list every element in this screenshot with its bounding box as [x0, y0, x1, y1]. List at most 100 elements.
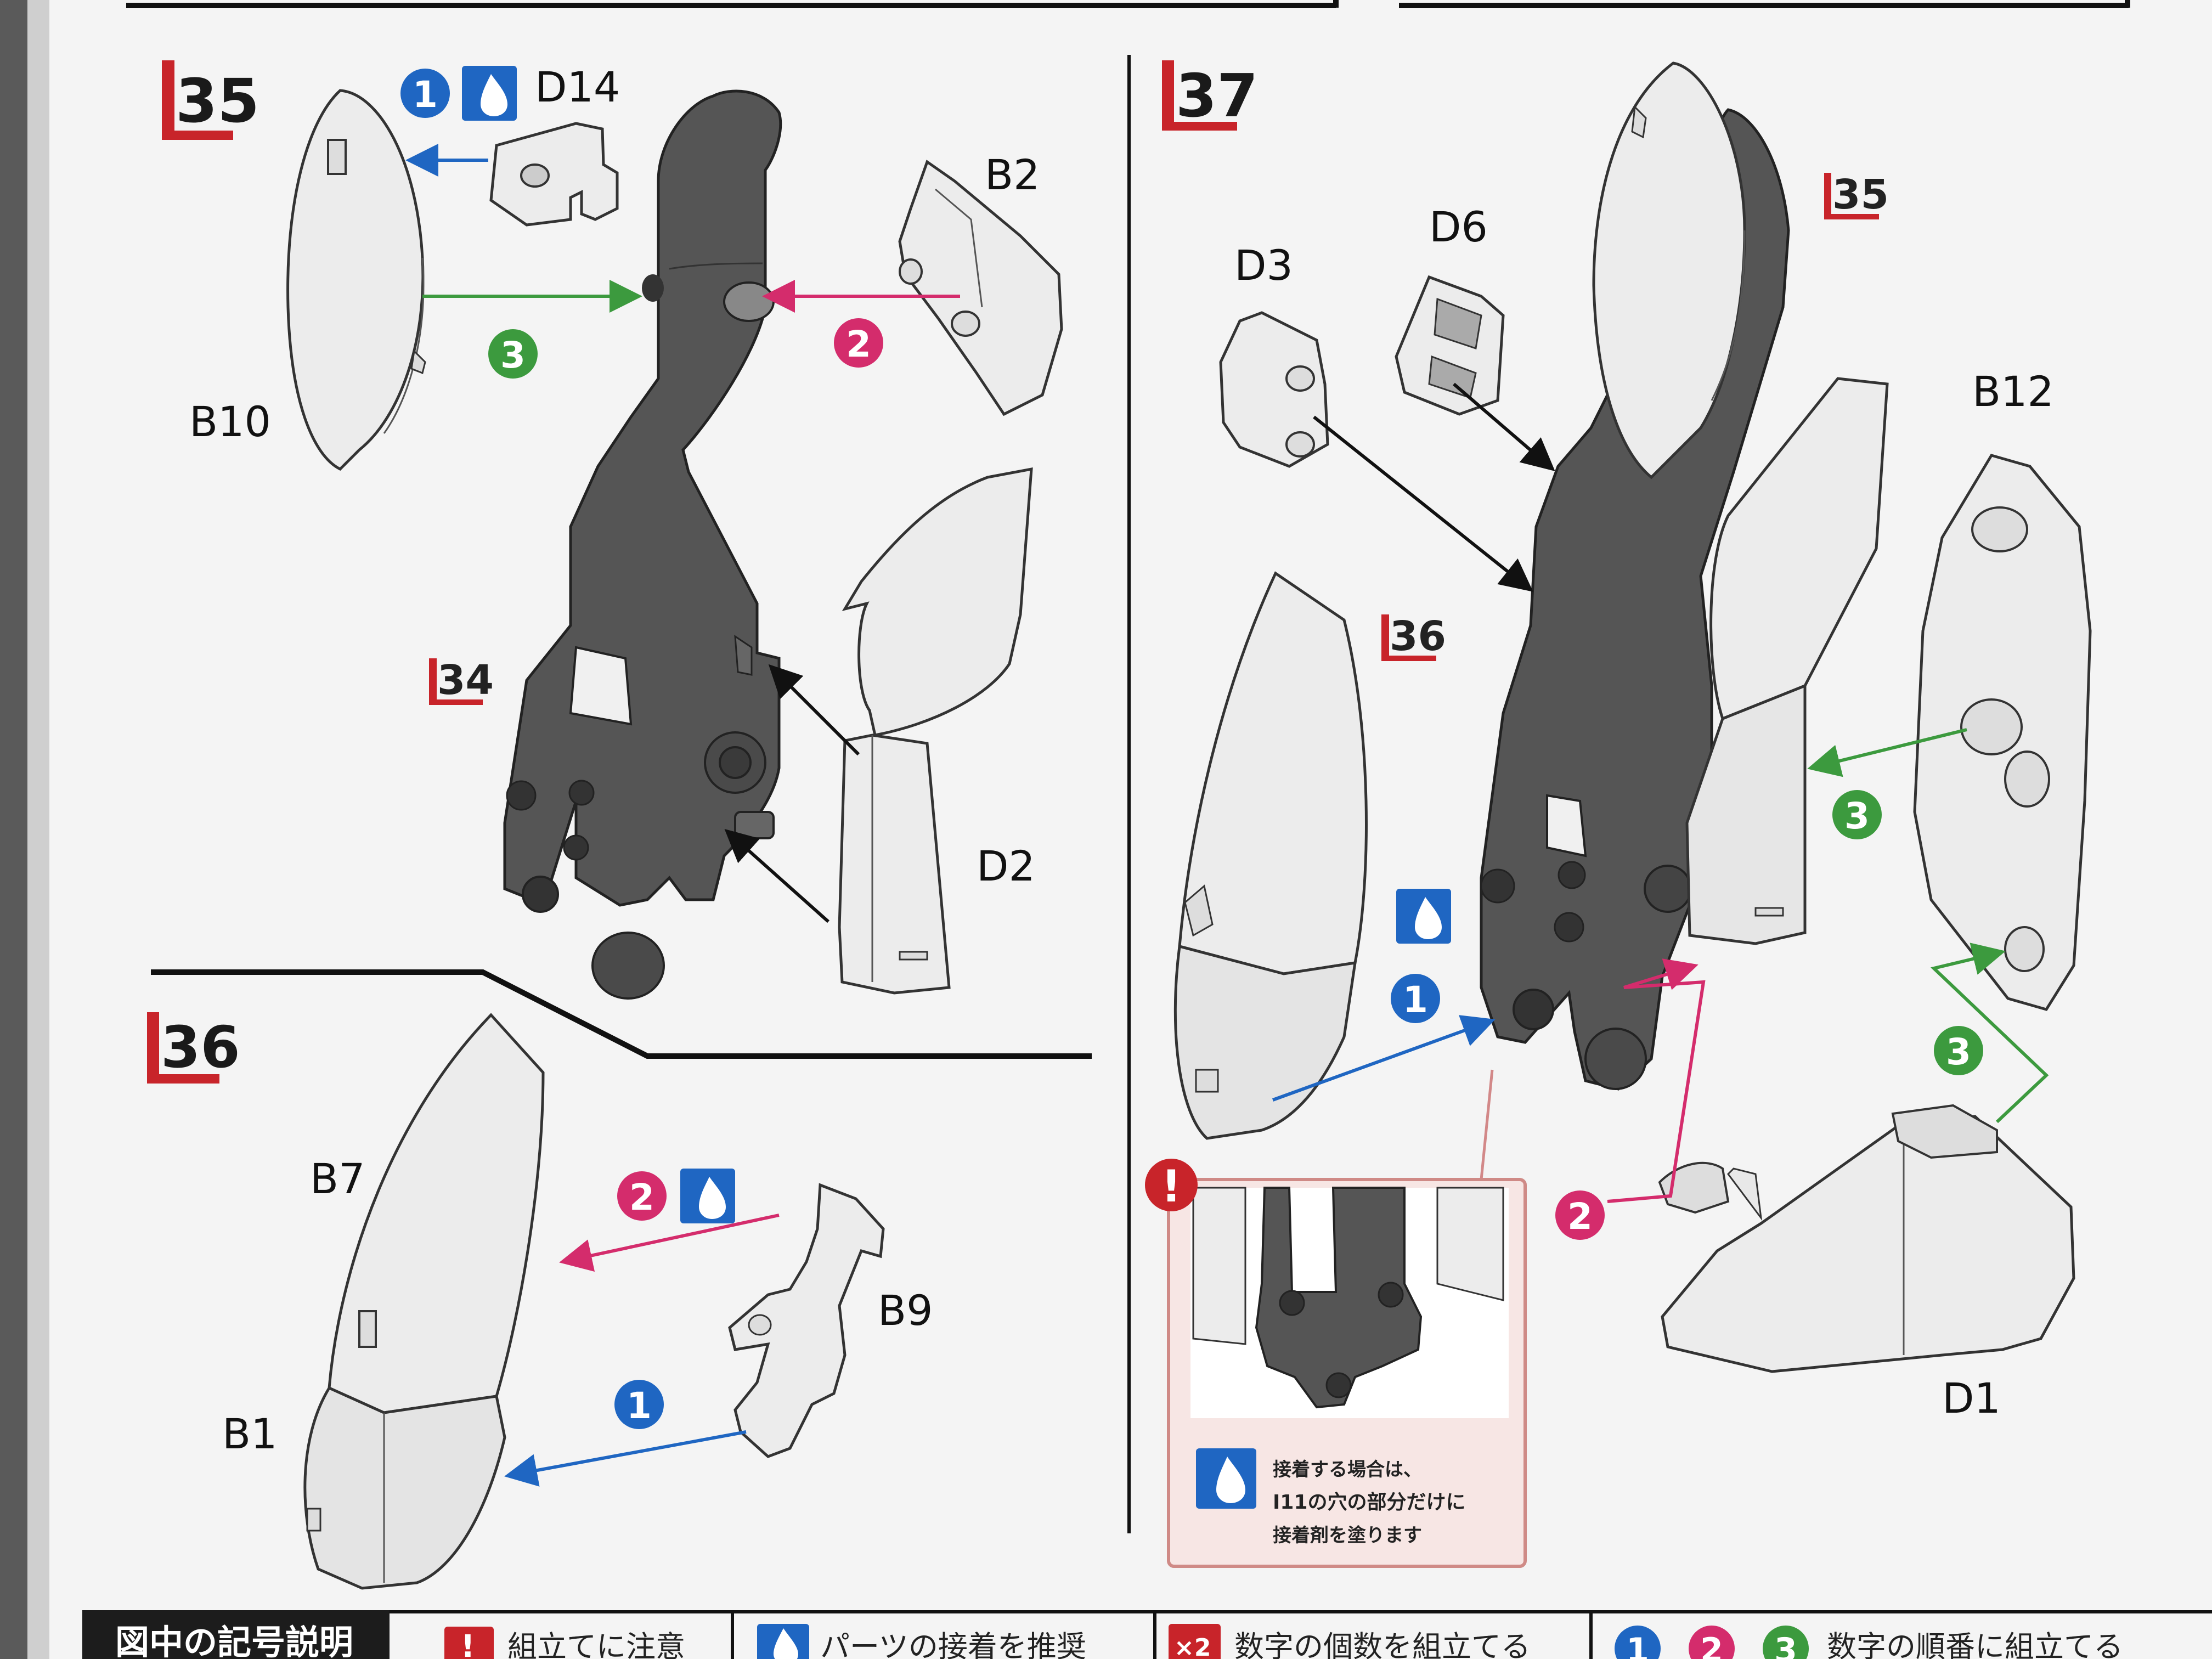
arrow-shield-body — [1272, 1015, 1496, 1102]
glue-icon — [462, 66, 517, 121]
step-badge-36: 36 — [147, 1012, 240, 1084]
label-d3: D3 — [1234, 241, 1293, 290]
ref-number: 34 — [437, 657, 494, 704]
order-badge-2 — [1555, 1190, 1605, 1240]
part-d2 — [838, 467, 1033, 995]
step-badge-frame — [162, 60, 233, 140]
order-badge-1 — [1391, 974, 1440, 1023]
glue-icon — [757, 1624, 809, 1659]
order-badge-1 — [400, 69, 450, 118]
order-number: 3 — [1774, 1631, 1797, 1659]
part-d6 — [1395, 275, 1505, 416]
label-b2: B2 — [985, 150, 1040, 199]
ref-badge-34: 34 — [429, 657, 494, 705]
label-b7: B7 — [310, 1154, 365, 1203]
part-b12 — [1913, 454, 2092, 1011]
step-35: 35 B10 D14 1 — [162, 60, 1063, 1000]
count-icon-label: ×2 — [1174, 1634, 1211, 1659]
alert-icon: ! — [1161, 1161, 1181, 1212]
ref-badge-36: 36 — [1381, 613, 1446, 661]
order-number: 1 — [1403, 979, 1428, 1021]
step-badge-35: 35 — [162, 60, 259, 140]
arrow-b9-b1 — [504, 1430, 747, 1487]
step-divider — [151, 969, 1092, 1059]
step-37: 37 35 — [1145, 60, 2092, 1568]
step-badge-37: 37 — [1162, 60, 1258, 131]
part-front-plate — [1685, 377, 1889, 945]
glue-icon — [680, 1169, 735, 1223]
part-shield-35 — [1592, 61, 1746, 479]
arrow-d3-body — [1313, 415, 1533, 592]
order-number: 2 — [1700, 1631, 1723, 1659]
step-number: 35 — [176, 66, 259, 136]
legend-item-4: 数字の順番に組立てる — [1827, 1629, 2123, 1659]
label-d2: D2 — [977, 842, 1035, 890]
step-36: 36 B7 B1 B9 2 1 — [147, 1012, 933, 1590]
ref-number: 35 — [1832, 171, 1889, 218]
caution-icon-glyph: ! — [461, 1629, 475, 1659]
label-b9: B9 — [878, 1286, 933, 1335]
arrow-b9-b7 — [559, 1214, 780, 1272]
ref-badge-35: 35 — [1824, 171, 1889, 219]
legend-title: 図中の記号説明 — [115, 1622, 353, 1659]
order-badge-2 — [1689, 1626, 1735, 1659]
order-number: 1 — [413, 74, 438, 116]
label-b1: B1 — [222, 1409, 278, 1458]
glue-icon — [1196, 1448, 1256, 1509]
order-badge-2 — [834, 318, 883, 368]
part-d1 — [1658, 1104, 2075, 1373]
callout-line-3: 接着剤を塗ります — [1273, 1525, 1422, 1547]
part-b10 — [286, 89, 426, 471]
caution-icon — [444, 1627, 494, 1659]
part-b7-b1-shield — [303, 1013, 545, 1590]
step-number: 36 — [161, 1014, 240, 1081]
order-number: 1 — [627, 1385, 652, 1427]
order-number: 3 — [1946, 1031, 1971, 1073]
order-number: 3 — [1844, 795, 1870, 837]
callout-line-2: I11の穴の部分だけに — [1273, 1491, 1466, 1514]
legend-title-bg — [82, 1610, 390, 1659]
count-icon — [1169, 1624, 1221, 1659]
label-b10: B10 — [189, 397, 271, 446]
page-edge — [0, 0, 27, 1659]
legend-strip: 図中の記号説明 ! 組立てに注意 パーツの接着を推奨 ×2 数字の個数を組立てる… — [82, 1610, 2212, 1659]
part-d3 — [1219, 311, 1329, 468]
order-number: 2 — [1567, 1195, 1593, 1238]
arrow-d1-b12 — [1930, 943, 2049, 1124]
glue-callout: ! 接着する場合は、 I11の穴の部分だけに 接着剤を塗ります — [1145, 1159, 1527, 1568]
label-d6: D6 — [1429, 202, 1488, 251]
glue-icon — [1396, 889, 1451, 944]
legend-item-1: 組立てに注意 — [507, 1629, 685, 1659]
arrow-d2-lower — [724, 829, 830, 923]
order-number: 2 — [629, 1176, 654, 1218]
callout-line-1: 接着する場合は、 — [1273, 1459, 1422, 1481]
step-number: 37 — [1176, 62, 1258, 131]
arrow-d6-body — [1453, 382, 1555, 471]
assembly-34-body — [503, 89, 782, 1000]
order-badge-3 — [488, 329, 538, 379]
arrow-b12-body — [1807, 728, 1967, 777]
arrow-d2-upper — [768, 664, 860, 756]
order-badge-3 — [1832, 790, 1882, 839]
label-b12: B12 — [1972, 367, 2054, 416]
order-number: 2 — [846, 323, 871, 365]
ref-number: 36 — [1390, 613, 1446, 660]
order-badge-1 — [1615, 1626, 1661, 1659]
order-number: 3 — [500, 334, 526, 376]
legend-item-2: パーツの接着を推奨 — [820, 1629, 1086, 1659]
part-b2 — [898, 160, 1063, 416]
part-shield-36 — [1173, 571, 1368, 1140]
legend-item-3: 数字の個数を組立てる — [1234, 1629, 1531, 1659]
arrow-d1-body — [1607, 958, 1706, 1203]
part-d14 — [489, 122, 619, 227]
part-b9 — [728, 1183, 885, 1458]
order-number: 1 — [1626, 1631, 1649, 1659]
order-badge-1 — [614, 1380, 664, 1429]
label-d1: D1 — [1942, 1374, 2001, 1423]
label-d14: D14 — [535, 63, 620, 111]
order-badge-3b — [1934, 1026, 1983, 1075]
order-badge-2 — [617, 1171, 667, 1221]
order-badge-3 — [1763, 1626, 1809, 1659]
page-margin — [27, 0, 49, 1659]
